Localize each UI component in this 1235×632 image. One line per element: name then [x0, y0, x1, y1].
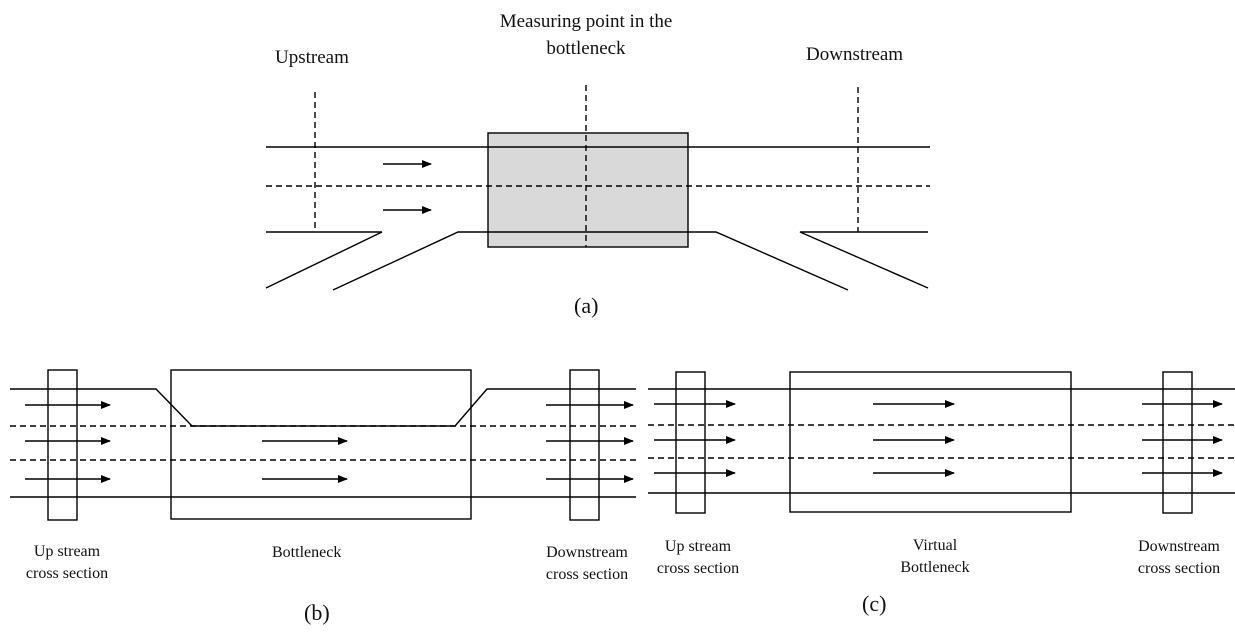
panel-c-bottleneck-line2: Bottleneck [900, 559, 970, 577]
panel-b-downstream-line2: cross section [545, 566, 629, 584]
panel-a-bottleneck-box [487, 132, 689, 248]
panel-c-caption: (c) [862, 591, 887, 616]
panel-a-upstream-label: Upstream [275, 47, 349, 68]
panel-a [265, 85, 930, 291]
panel-a-measuring-label: Measuring point in the bottleneck [478, 11, 694, 60]
panel-b [10, 369, 636, 521]
panel-a-bottom-edge-right [799, 231, 929, 289]
panel-a-caption: (a) [574, 293, 599, 318]
panel-b-bottleneck-box [170, 369, 472, 520]
panel-c-downstream-line2: cross section [1137, 560, 1221, 578]
panel-a-measuring-label-line1: Measuring point in the [499, 11, 673, 32]
panel-c-downstream-label: Downstream cross section [1124, 538, 1234, 579]
panel-c-bottleneck-line1: Virtual [912, 537, 958, 554]
panel-b-top-edge [10, 388, 636, 427]
panel-a-bottom-edge-left [265, 231, 383, 289]
panel-b-upstream-label: Up stream cross section [12, 543, 122, 584]
panel-b-downstream-section [569, 369, 600, 521]
panel-c-upstream-line1: Up stream [664, 538, 732, 555]
panel-a-downstream-label: Downstream [806, 44, 904, 65]
panel-c-downstream-section [1162, 371, 1193, 514]
panel-c-downstream-line1: Downstream [1138, 538, 1220, 555]
panel-b-upstream-line1: Up stream [33, 543, 101, 560]
panel-c [648, 371, 1235, 514]
panel-c-bottleneck-box [789, 371, 1072, 513]
panel-c-upstream-section [675, 371, 706, 514]
panel-a-measuring-label-line2: bottleneck [546, 37, 626, 59]
panel-a-bottom-edge-center [332, 231, 849, 291]
panel-b-downstream-label: Downstream cross section [532, 544, 642, 585]
panel-b-downstream-line1: Downstream [546, 544, 628, 561]
panel-c-upstream-line2: cross section [656, 560, 740, 578]
panel-c-upstream-label: Up stream cross section [643, 538, 753, 579]
panel-b-upstream-section [47, 369, 78, 521]
panel-b-bottleneck-label: Bottleneck [272, 544, 342, 561]
panel-b-upstream-line2: cross section [25, 565, 109, 583]
panel-c-bottleneck-label: Virtual Bottleneck [880, 537, 990, 578]
panel-b-caption: (b) [304, 600, 330, 625]
